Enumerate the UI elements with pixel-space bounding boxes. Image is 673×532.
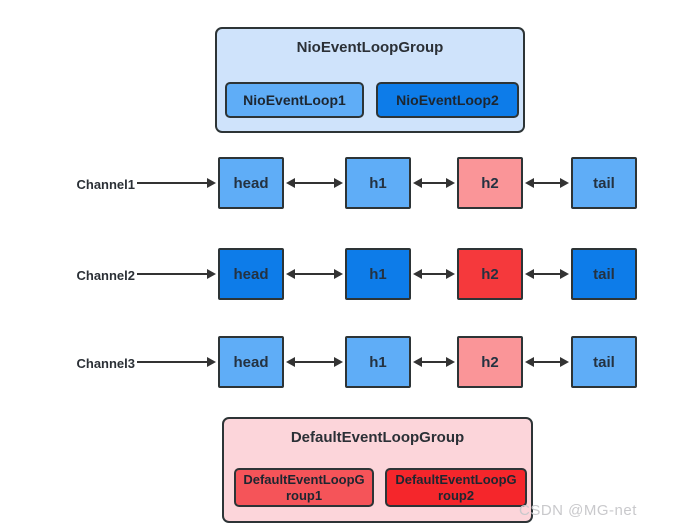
double-arrow-icon (525, 356, 569, 368)
node-label: h1 (369, 174, 387, 192)
arrow-head-right-icon (446, 357, 455, 367)
double-arrow-icon (413, 268, 455, 280)
channel2-node-head: head (218, 248, 284, 300)
arrow-head-left-icon (525, 178, 534, 188)
arrow-line (137, 182, 207, 184)
node-label: h2 (481, 353, 499, 371)
double-arrow-icon (286, 356, 343, 368)
arrow-head-right-icon (560, 269, 569, 279)
arrow-head-left-icon (525, 269, 534, 279)
node-label: head (233, 353, 269, 371)
node-label: tail (593, 353, 615, 371)
arrow-line (137, 361, 207, 363)
arrow-head-right-icon (560, 178, 569, 188)
arrow-line (534, 182, 560, 184)
channel1-single-arrow-icon (137, 177, 216, 189)
double-arrow-icon (525, 268, 569, 280)
node-label: h1 (369, 353, 387, 371)
channel1-label: Channel1 (76, 177, 135, 192)
channel3-node-h2: h2 (457, 336, 523, 388)
arrow-head-left-icon (413, 357, 422, 367)
arrow-head-right-icon (334, 269, 343, 279)
nio-event-loop-2-box: NioEventLoop2 (376, 82, 519, 118)
double-arrow-icon (525, 177, 569, 189)
channel3-single-arrow-icon (137, 356, 216, 368)
arrow-head-right-icon (446, 269, 455, 279)
arrow-head-left-icon (413, 269, 422, 279)
nio-event-loop-group-box: NioEventLoopGroup NioEventLoop1 NioEvent… (215, 27, 525, 133)
nio-event-loop-1-label: NioEventLoop1 (243, 92, 346, 108)
arrow-head-right-icon (334, 178, 343, 188)
double-arrow-icon (286, 177, 343, 189)
node-label: head (233, 265, 269, 283)
node-label: head (233, 174, 269, 192)
arrow-line (534, 361, 560, 363)
channel1-node-head: head (218, 157, 284, 209)
arrow-head-left-icon (286, 178, 295, 188)
arrow-head-left-icon (286, 269, 295, 279)
node-label: h2 (481, 174, 499, 192)
nio-event-loop-2-label: NioEventLoop2 (396, 92, 499, 108)
default-event-loop-group-title: DefaultEventLoopGroup (290, 429, 465, 446)
channel3-node-head: head (218, 336, 284, 388)
arrow-line (422, 361, 446, 363)
channel1-node-h1: h1 (345, 157, 411, 209)
arrow-line (422, 182, 446, 184)
channel3-node-tail: tail (571, 336, 637, 388)
arrow-line (295, 182, 334, 184)
channel1-node-h2: h2 (457, 157, 523, 209)
channel1-node-tail: tail (571, 157, 637, 209)
arrow-head-left-icon (525, 357, 534, 367)
default-event-loop-group-box: DefaultEventLoopGroup DefaultEventLoopGr… (222, 417, 533, 523)
default-event-loop-group-1-label: DefaultEventLoopGroup1 (243, 471, 365, 503)
arrow-line (295, 361, 334, 363)
arrow-head-right-icon (207, 357, 216, 367)
nio-event-loop-group-title: NioEventLoopGroup (296, 39, 444, 56)
node-label: tail (593, 174, 615, 192)
channel3-label: Channel3 (76, 356, 135, 371)
node-label: tail (593, 265, 615, 283)
node-label: h2 (481, 265, 499, 283)
arrow-line (422, 273, 446, 275)
double-arrow-icon (413, 177, 455, 189)
default-event-loop-group-1-box: DefaultEventLoopGroup1 (234, 468, 374, 507)
double-arrow-icon (413, 356, 455, 368)
arrow-line (534, 273, 560, 275)
arrow-line (137, 273, 207, 275)
arrow-head-right-icon (334, 357, 343, 367)
default-event-loop-group-2-label: DefaultEventLoopGroup2 (395, 471, 517, 503)
nio-event-loop-1-box: NioEventLoop1 (225, 82, 364, 118)
arrow-head-right-icon (207, 269, 216, 279)
arrow-head-right-icon (560, 357, 569, 367)
arrow-head-left-icon (286, 357, 295, 367)
arrow-head-left-icon (413, 178, 422, 188)
channel2-node-h2: h2 (457, 248, 523, 300)
double-arrow-icon (286, 268, 343, 280)
channel3-node-h1: h1 (345, 336, 411, 388)
channel2-node-tail: tail (571, 248, 637, 300)
node-label: h1 (369, 265, 387, 283)
arrow-head-right-icon (446, 178, 455, 188)
channel2-node-h1: h1 (345, 248, 411, 300)
watermark-text: CSDN @MG-net (519, 502, 637, 519)
default-event-loop-group-2-box: DefaultEventLoopGroup2 (385, 468, 527, 507)
arrow-head-right-icon (207, 178, 216, 188)
channel2-label: Channel2 (76, 268, 135, 283)
channel2-single-arrow-icon (137, 268, 216, 280)
arrow-line (295, 273, 334, 275)
